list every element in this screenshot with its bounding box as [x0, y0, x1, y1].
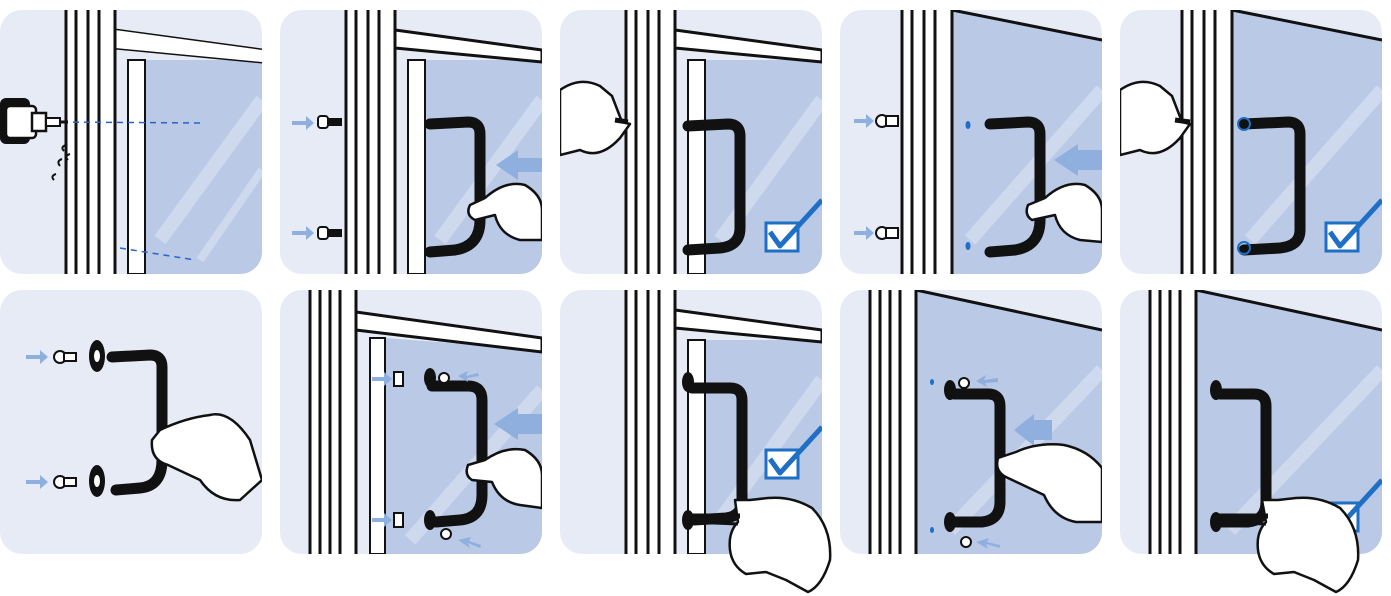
- step-2-illustration: [280, 10, 542, 274]
- step-5-illustration: [1120, 10, 1382, 274]
- step-6-panel: [0, 290, 262, 554]
- screw-icon: [54, 476, 76, 488]
- hand-icon: [1120, 82, 1190, 155]
- step-6-illustration: [0, 290, 262, 554]
- screw-icon: [959, 378, 969, 388]
- arrow-icon: [26, 350, 48, 364]
- step-7-panel: [280, 290, 542, 554]
- handle-icon: [112, 355, 162, 490]
- step-5-panel: [1120, 10, 1382, 274]
- arrow-icon: [292, 116, 314, 130]
- screw-icon: [439, 373, 449, 383]
- step-10-panel: [1120, 290, 1382, 554]
- screw-icon: [318, 227, 342, 239]
- washer-icon: [89, 465, 105, 497]
- step-9-illustration: [840, 290, 1102, 554]
- step-2-panel: [280, 10, 542, 274]
- step-4-panel: [840, 10, 1102, 274]
- arrow-icon: [854, 226, 874, 240]
- step-3-panel: [560, 10, 822, 274]
- step-4-illustration: [840, 10, 1102, 274]
- screw-icon: [876, 227, 898, 239]
- washer-icon: [89, 340, 105, 372]
- hand-icon: [152, 414, 262, 500]
- step-1-illustration: [0, 10, 262, 274]
- screw-icon: [876, 115, 898, 127]
- screw-icon: [54, 351, 76, 363]
- hand-icon: [560, 82, 630, 155]
- step-8-panel: [560, 290, 822, 554]
- screw-icon: [961, 537, 971, 547]
- step-10-illustration: [1120, 290, 1382, 554]
- screw-icon: [441, 529, 451, 539]
- step-9-panel: [840, 290, 1102, 554]
- step-7-illustration: [280, 290, 542, 554]
- screw-icon: [318, 116, 342, 128]
- arrow-icon: [292, 226, 314, 240]
- drill-icon: [0, 98, 70, 180]
- step-1-panel: [0, 10, 262, 274]
- step-8-illustration: [560, 290, 822, 554]
- arrow-icon: [854, 114, 874, 128]
- arrow-icon: [26, 475, 48, 489]
- step-3-illustration: [560, 10, 822, 274]
